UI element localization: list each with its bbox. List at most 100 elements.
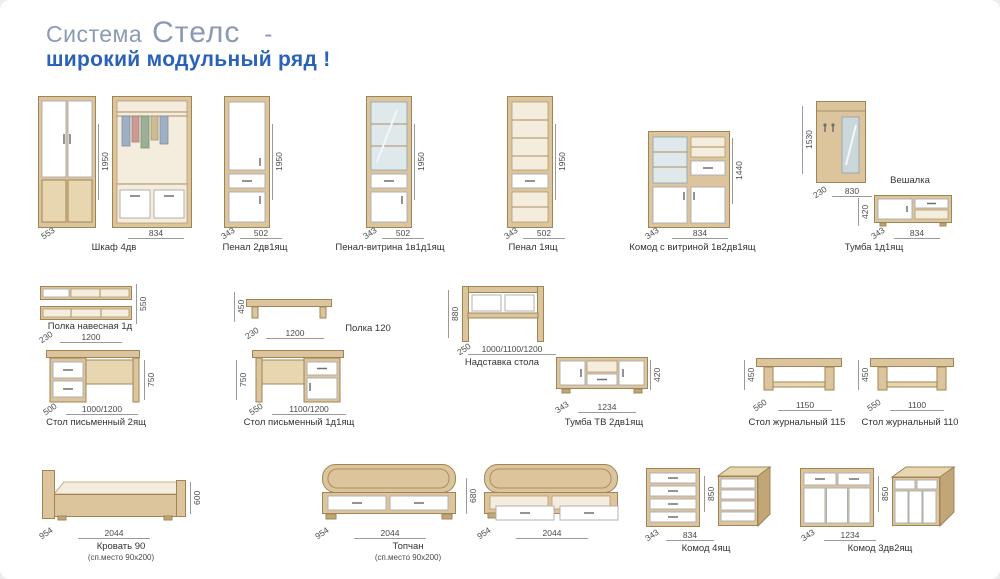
product-label: Полка 120	[345, 323, 391, 334]
dim-width: 1150	[778, 400, 832, 411]
dim-width: 834	[672, 228, 728, 239]
dim-height: 1950	[414, 124, 426, 200]
dim-height: 550	[136, 284, 148, 324]
product-stol-1d1yashch: 750 550 1100/1200 Стол письменный 1д1ящ	[234, 348, 364, 430]
dim-width: 2044	[516, 528, 588, 539]
chest-doors-perspective-drawing	[890, 466, 956, 528]
dim-height: 680	[466, 478, 478, 514]
dim-height: 750	[236, 360, 248, 400]
dim-width: 2044	[354, 528, 426, 539]
dim-width: 834	[666, 530, 714, 541]
dim-height: 750	[144, 360, 156, 400]
chest-perspective-drawing	[716, 466, 772, 528]
brand-name: Стелс	[152, 16, 241, 49]
product-label: Пенал 2дв1ящ	[222, 242, 288, 253]
desk-hutch-drawing	[462, 286, 544, 342]
product-komod-4yashch: 850 343 834 Комод 4ящ	[634, 458, 778, 566]
product-label: Стол журнальный 115	[748, 417, 846, 428]
dim-height: 420	[858, 198, 870, 226]
dim-width: 502	[523, 228, 565, 239]
dim-width: 2044	[78, 528, 150, 539]
display-cabinet-drawing	[366, 96, 412, 228]
chest-doors-front-drawing	[800, 468, 874, 527]
dim-depth: 954	[475, 524, 493, 542]
dim-height: 880	[448, 290, 460, 338]
dim-depth: 954	[37, 524, 55, 542]
product-label: Стол письменный 1д1ящ	[243, 417, 355, 428]
coat-rack-mirror-drawing	[816, 101, 866, 183]
product-zhurnalny-110: 450 550 1100 Стол журнальный 110	[856, 352, 964, 430]
dim-height: 1530	[802, 106, 814, 174]
product-krovat-90: 600 954 2044 Кровать 90 (сп.место 90х200…	[36, 462, 206, 568]
tall-cabinet-drawing	[224, 96, 270, 228]
product-shkaf-4dv: 1950 553 834 Шкаф 4дв	[34, 96, 198, 256]
wardrobe-closed-drawing	[38, 96, 96, 228]
dim-width: 1200	[60, 332, 122, 343]
dim-height: 420	[650, 360, 662, 390]
dim-depth: 343	[869, 224, 887, 242]
product-label: Полка навесная 1д	[47, 321, 133, 332]
desk-two-drawers-drawing	[46, 350, 140, 403]
dim-height: 1950	[272, 124, 284, 200]
dim-height: 450	[858, 360, 870, 390]
dim-height: 1950	[98, 124, 110, 200]
product-label-veshalka: Вешалка	[890, 175, 930, 186]
coffee-table-drawing	[756, 358, 842, 391]
product-label: Комод с витриной 1в2дв1ящ	[629, 242, 756, 253]
product-penal-2dv1: 1950 343 502 Пенал 2дв1ящ	[210, 96, 300, 256]
product-veshalka-tumba: 1530 230 830 Вешалка 420 343 834 Тумба 1…	[798, 96, 970, 256]
dim-depth: 560	[751, 396, 769, 414]
brand-dash: -	[264, 21, 273, 48]
product-label: Шкаф 4дв	[91, 242, 137, 253]
brand-title: Система Стелс -	[46, 16, 272, 50]
dim-width: 502	[382, 228, 424, 239]
brand-prefix: Система	[46, 21, 143, 47]
product-label: Тумба ТВ 2дв1ящ	[564, 417, 644, 428]
dim-width: 1200	[266, 328, 324, 339]
product-zhurnalny-115: 450 560 1150 Стол журнальный 115	[742, 352, 852, 430]
product-label-tumba: Тумба 1д1ящ	[844, 242, 904, 253]
dim-width: 834	[128, 228, 184, 239]
dim-depth: 954	[313, 524, 331, 542]
wall-shelves-drawing	[40, 286, 132, 320]
product-label: Пенал 1ящ	[508, 242, 558, 253]
bed-drawing	[42, 470, 186, 521]
tv-stand-drawing	[556, 357, 648, 394]
sideboard-vitrine-drawing	[648, 131, 730, 228]
wardrobe-open-drawing	[112, 96, 192, 228]
product-label: Кровать 90	[96, 541, 146, 552]
dim-width: 830	[832, 186, 872, 197]
dim-width: 1234	[824, 530, 876, 541]
dim-height: 1440	[732, 138, 744, 204]
product-label: Надставка стола	[464, 357, 540, 368]
product-nadstavka: 880 250 1000/1100/1200 Надставка стола	[444, 282, 560, 370]
dim-width: 1234	[578, 402, 636, 413]
dim-height: 1950	[555, 124, 567, 200]
low-cabinet-drawing	[874, 195, 952, 227]
shelf-drawing	[246, 299, 332, 319]
dim-width: 1000/1200	[66, 404, 138, 415]
product-komod-3dv2yashch: 850 343 1234 Комод 3дв2ящ	[788, 458, 972, 566]
product-label: Комод 3дв2ящ	[847, 543, 913, 554]
product-tumba-tv: 420 343 1234 Тумба ТВ 2дв1ящ	[546, 350, 662, 430]
open-shelf-cabinet-drawing	[507, 96, 553, 228]
dim-height: 450	[744, 360, 756, 390]
product-label: Стол письменный 2ящ	[46, 417, 146, 428]
product-polka-120: 450 230 1200 Полка 120	[230, 288, 400, 346]
chest-front-drawing	[646, 468, 700, 527]
product-stol-2yashch: 750 500 1000/1200 Стол письменный 2ящ	[32, 348, 160, 430]
product-penal-vitrina: 1950 343 502 Пенал-витрина 1в1д1ящ	[330, 96, 450, 256]
coffee-table-drawing	[870, 358, 954, 391]
product-sublabel: (сп.место 90х200)	[87, 553, 155, 562]
dim-height: 600	[190, 482, 202, 514]
product-label: Стол журнальный 110	[861, 417, 959, 428]
dim-width: 1100	[890, 400, 944, 411]
daybed-open-drawers-drawing	[484, 464, 619, 521]
product-label: Комод 4ящ	[681, 543, 731, 554]
dim-depth: 343	[553, 398, 571, 416]
product-penal-1yashch: 1950 343 502 Пенал 1ящ	[488, 96, 578, 256]
desk-door-drawer-drawing	[252, 350, 344, 403]
dim-depth: 230	[243, 324, 261, 342]
product-sublabel: (сп.место 90х200)	[374, 553, 442, 562]
